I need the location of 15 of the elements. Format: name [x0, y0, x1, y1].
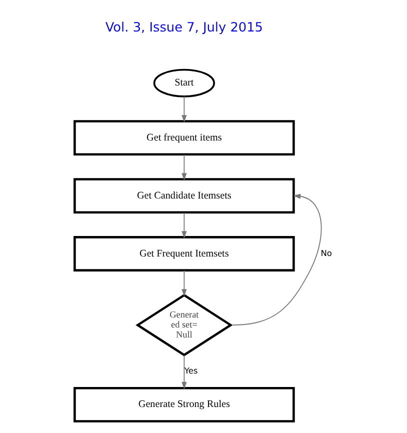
- node-ellipse: Start: [153, 68, 215, 98]
- node-box: Get Candidate Itemsets: [74, 178, 295, 214]
- node-diamond: Generat ed set= Null: [136, 294, 233, 356]
- node-box: Generate Strong Rules: [74, 386, 295, 422]
- arrow: [182, 96, 187, 122]
- edge-label: No: [320, 248, 332, 258]
- edge-label: Yes: [184, 366, 198, 376]
- node-box: Get Frequent Itemsets: [74, 236, 295, 272]
- arrow: [182, 354, 187, 390]
- node-box: Get frequent items: [74, 120, 295, 156]
- arrow: [182, 212, 187, 238]
- arrow: [232, 194, 322, 326]
- arrow: [182, 154, 187, 180]
- arrow: [182, 270, 187, 296]
- label: Vol. 3, Issue 7, July 2015: [105, 20, 263, 36]
